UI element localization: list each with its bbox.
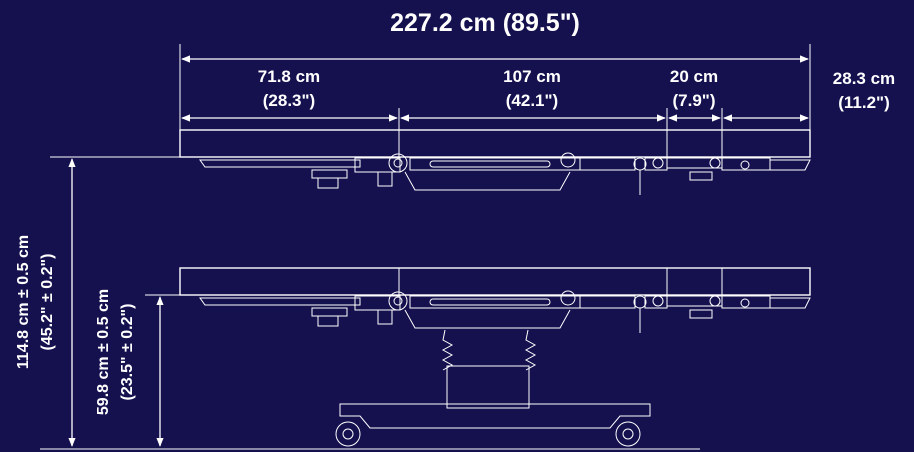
left-caster-wheel xyxy=(335,421,361,447)
foot-section-in-label: (11.2") xyxy=(838,93,890,112)
table-base xyxy=(335,403,651,447)
raised-table-top xyxy=(179,129,811,195)
foot-section-cm-label: 28.3 cm xyxy=(833,69,895,88)
segment-3-in-label: (7.9") xyxy=(672,91,715,110)
min-height-label: 59.8 cm ± 0.5 cm xyxy=(95,289,112,415)
min-height-in-label: (23.5" ± 0.2") xyxy=(119,304,136,401)
segment-1-cm-label: 71.8 cm xyxy=(258,67,320,86)
segment-2-in-label: (42.1") xyxy=(506,91,558,110)
segment-1-in-label: (28.3") xyxy=(263,91,315,110)
max-height-in-label: (45.2" ± 0.2") xyxy=(39,254,56,351)
column-housing xyxy=(446,365,530,409)
raised-tabletop-slab xyxy=(179,129,811,158)
lift-column xyxy=(441,329,537,409)
segment-2-cm-label: 107 cm xyxy=(503,67,561,86)
segment-3-cm-label: 20 cm xyxy=(670,67,718,86)
lowered-table-top xyxy=(179,267,811,333)
right-caster-wheel xyxy=(615,421,641,447)
lowered-tabletop-slab xyxy=(179,267,811,296)
max-height-label: 114.8 cm ± 0.5 cm xyxy=(15,235,32,369)
base-frame xyxy=(339,403,651,429)
overall-length-label: 227.2 cm (89.5") xyxy=(390,9,580,37)
